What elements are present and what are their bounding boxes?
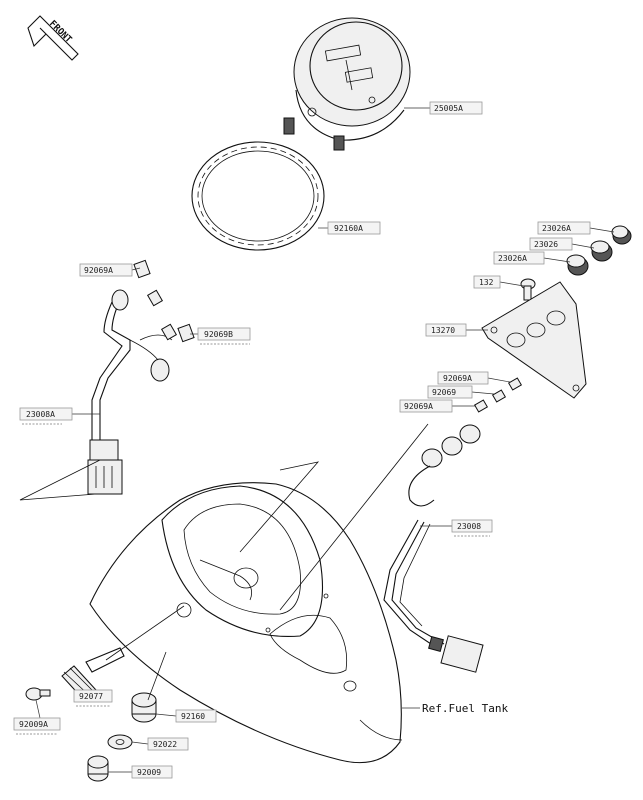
svg-text:92069: 92069 (432, 388, 456, 397)
svg-text:92069A: 92069A (404, 402, 433, 411)
reference-note: Ref.Fuel Tank (422, 702, 508, 715)
front-arrow-icon: FRONT (27, 15, 79, 61)
svg-text:92160: 92160 (181, 712, 205, 721)
part-label-92160a[interactable]: 92160A (327, 221, 381, 235)
bulb-a-upper[interactable] (507, 377, 523, 391)
part-label-92009[interactable]: 92009 (131, 765, 173, 779)
part-label-92069a-lower[interactable]: 92069A (399, 399, 453, 413)
svg-text:92160A: 92160A (334, 224, 363, 233)
meter-cover (89, 482, 403, 764)
part-label-23008a[interactable]: 23008A (19, 407, 73, 425)
grommet[interactable] (131, 692, 157, 723)
bulb-a-lower[interactable] (473, 399, 489, 413)
meter-ring[interactable] (191, 141, 325, 251)
part-label-92069a-upper[interactable]: 92069A (437, 371, 489, 385)
svg-text:13270: 13270 (431, 326, 455, 335)
part-label-92077[interactable]: 92077 (73, 689, 113, 707)
svg-text:23026A: 23026A (498, 254, 527, 263)
part-label-92022[interactable]: 92022 (147, 737, 189, 751)
bulb-cap-3[interactable] (566, 254, 589, 276)
svg-text:23026: 23026 (534, 240, 558, 249)
part-label-132[interactable]: 132 (473, 275, 501, 289)
svg-text:25005A: 25005A (434, 104, 463, 113)
svg-text:92077: 92077 (79, 692, 103, 701)
part-labels: 25005A 92160A 92069A 92069B 23008A 23026… (13, 101, 591, 779)
svg-text:92069B: 92069B (204, 330, 233, 339)
part-label-92069[interactable]: 92069 (427, 385, 473, 399)
svg-text:92069A: 92069A (443, 374, 472, 383)
part-label-23026a-bottom[interactable]: 23026A (493, 251, 545, 265)
bulb-mid[interactable] (491, 389, 507, 403)
svg-text:23026A: 23026A (542, 224, 571, 233)
bolt[interactable] (520, 278, 536, 301)
front-label: FRONT (47, 19, 74, 46)
svg-text:23008A: 23008A (26, 410, 55, 419)
svg-text:92022: 92022 (153, 740, 177, 749)
part-label-92160[interactable]: 92160 (175, 709, 217, 723)
screw[interactable] (25, 687, 51, 701)
part-label-25005a[interactable]: 25005A (429, 101, 483, 115)
nut[interactable] (87, 755, 109, 782)
meter-assembly[interactable] (283, 17, 411, 151)
part-label-13270[interactable]: 13270 (425, 323, 467, 337)
bulb-socket-tl[interactable] (133, 259, 151, 279)
harness-left[interactable] (87, 289, 178, 495)
bracket[interactable] (481, 281, 587, 399)
part-label-23008[interactable]: 23008 (451, 519, 493, 537)
harness-right[interactable] (383, 424, 484, 673)
svg-text:92009A: 92009A (19, 720, 48, 729)
bulb-cap-1[interactable] (611, 225, 632, 245)
bulb-cap-2[interactable] (590, 240, 613, 262)
part-label-92069a-left[interactable]: 92069A (79, 263, 133, 277)
part-label-23026[interactable]: 23026 (529, 237, 573, 251)
part-label-23026a-top[interactable]: 23026A (537, 221, 591, 235)
part-label-92009a[interactable]: 92009A (13, 717, 61, 735)
part-label-92069b[interactable]: 92069B (197, 327, 251, 345)
svg-text:23008: 23008 (457, 522, 481, 531)
svg-text:132: 132 (479, 278, 494, 287)
svg-text:92009: 92009 (137, 768, 161, 777)
bulb-socket-b[interactable] (177, 323, 195, 343)
washer[interactable] (107, 734, 133, 750)
svg-text:92069A: 92069A (84, 266, 113, 275)
